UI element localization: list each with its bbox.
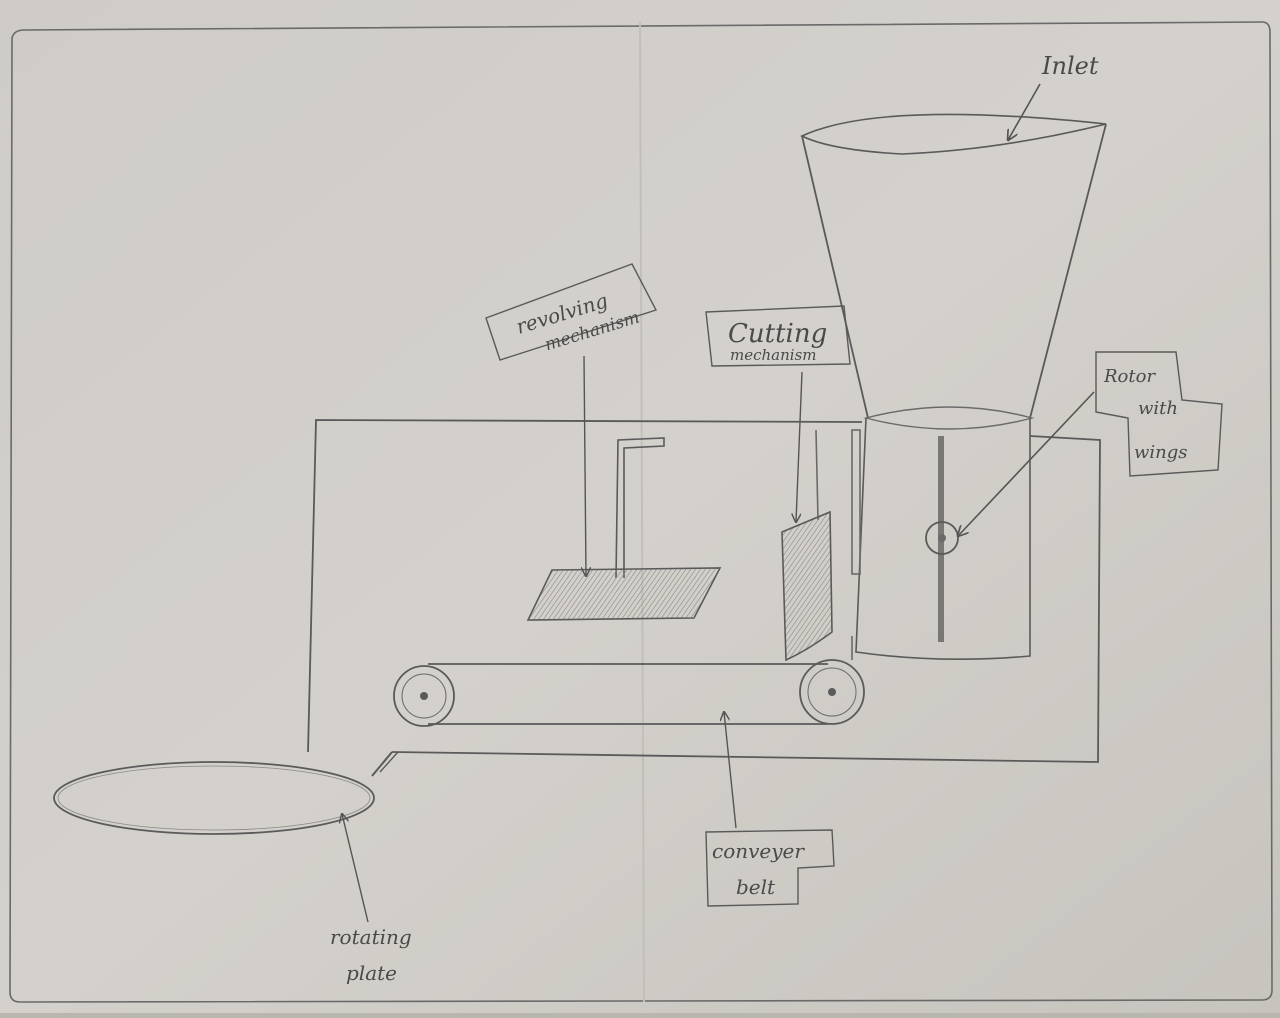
belt-roller-left-axle: [420, 692, 428, 700]
conveyer-label-line1: conveyer: [712, 839, 805, 863]
rotor-hub-center: [938, 534, 946, 542]
revolving-plate: [528, 568, 720, 620]
rotor-label-line1: Rotor: [1103, 366, 1156, 387]
inlet-label: Inlet: [1041, 52, 1099, 80]
belt-roller-right-axle: [828, 688, 836, 696]
cutting-label-line2: mechanism: [730, 346, 816, 364]
plate-label-line2: plate: [346, 961, 397, 985]
plate-label-line1: rotating: [330, 925, 412, 949]
cutting-blade: [782, 512, 832, 660]
rotor-label-line3: wings: [1134, 442, 1188, 463]
rotor-label-line2: with: [1138, 398, 1178, 419]
cutting-label-line1: Cutting: [728, 319, 827, 349]
conveyer-label-line2: belt: [736, 875, 776, 899]
